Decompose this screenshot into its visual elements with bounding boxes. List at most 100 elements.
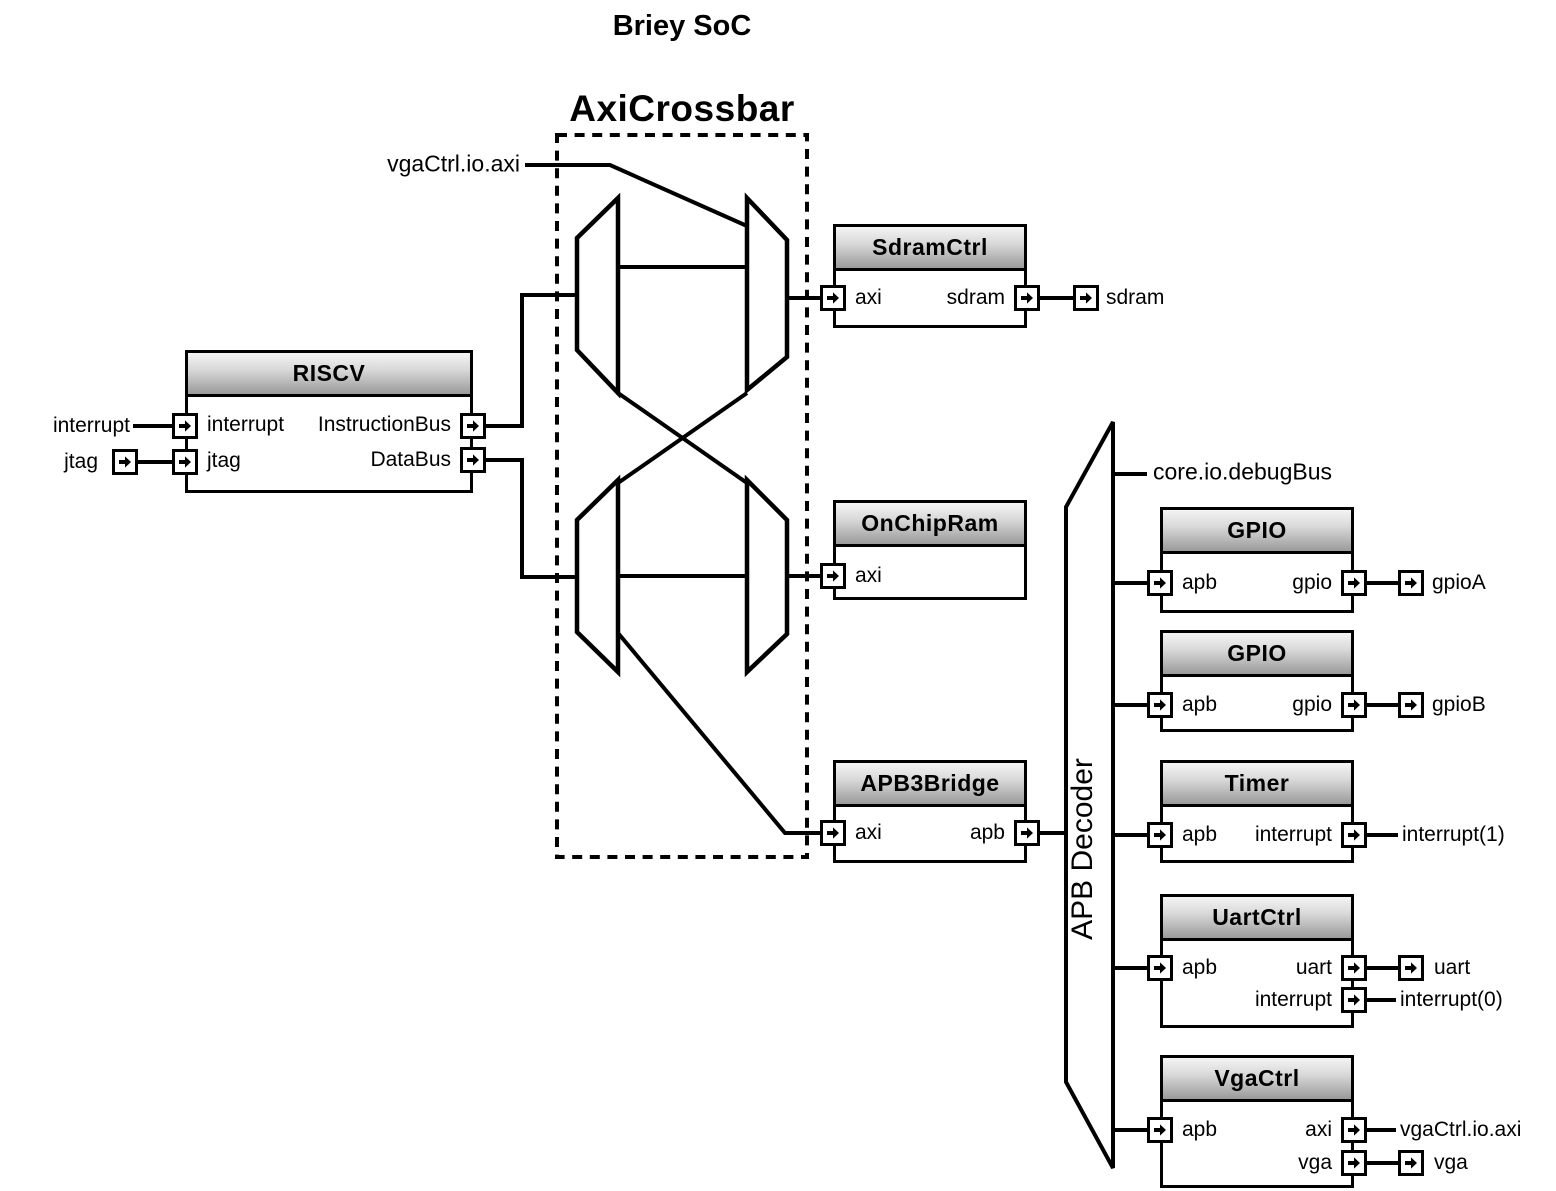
wire-xbar-cross-b [616, 391, 749, 485]
sdramctrl-port-sdram-label: sdram [946, 286, 1005, 309]
jtag-external-port [112, 449, 138, 475]
port-arrow-icon [1348, 699, 1360, 711]
block-uartctrl-header: UartCtrl [1163, 897, 1351, 941]
label-gpiob-out: gpioB [1432, 693, 1486, 716]
block-riscv-header: RISCV [188, 353, 470, 397]
mux-bottom-left [574, 474, 621, 678]
port-arrow-icon [1348, 994, 1360, 1006]
block-apb3bridge-header: APB3Bridge [836, 763, 1024, 807]
uartctrl-uart-port [1341, 955, 1367, 981]
block-vgactrl-header: VgaCtrl [1163, 1058, 1351, 1102]
port-arrow-icon [827, 292, 839, 304]
label-vga-axi-out: vgaCtrl.io.axi [1400, 1118, 1522, 1141]
uartctrl-port-interrupt-label: interrupt [1254, 988, 1332, 1011]
gpio2-apb-port [1147, 692, 1173, 718]
block-onchipram: OnChipRam axi [833, 500, 1027, 600]
onchipram-port-axi-label: axi [855, 564, 882, 587]
riscv-databus-port [460, 447, 486, 473]
sdramctrl-axi-port [820, 285, 846, 311]
port-arrow-icon [1348, 577, 1360, 589]
vgactrl-apb-port [1147, 1117, 1173, 1143]
label-vga-axi-feedback: vgaCtrl.io.axi [387, 150, 520, 177]
riscv-interrupt-port [172, 413, 198, 439]
block-gpio2-title: GPIO [1227, 640, 1287, 666]
timer-port-apb-label: apb [1182, 823, 1218, 846]
port-arrow-icon [179, 456, 191, 468]
vgactrl-axi-port [1341, 1117, 1367, 1143]
mux-top-right [744, 192, 790, 395]
gpioa-external-port [1398, 570, 1424, 596]
label-jtag-in: jtag [64, 450, 98, 473]
label-interrupt-in: interrupt [52, 414, 130, 437]
port-arrow-icon [1021, 292, 1033, 304]
port-arrow-icon [1154, 962, 1166, 974]
vgactrl-port-apb-label: apb [1182, 1118, 1218, 1141]
port-arrow-icon [1405, 577, 1417, 589]
port-arrow-icon [1154, 829, 1166, 841]
gpio2-port-apb-label: apb [1182, 693, 1218, 716]
port-arrow-icon [1405, 962, 1417, 974]
port-arrow-icon [1021, 827, 1033, 839]
onchipram-axi-port [820, 563, 846, 589]
sdramctrl-port-axi-label: axi [855, 286, 882, 309]
block-uartctrl: UartCtrl apb uart interrupt [1160, 894, 1354, 1028]
block-sdramctrl-title: SdramCtrl [872, 234, 988, 260]
vgactrl-port-vga-label: vga [1298, 1151, 1332, 1174]
block-vgactrl: VgaCtrl apb axi vga [1160, 1055, 1354, 1188]
block-onchipram-header: OnChipRam [836, 503, 1024, 547]
block-gpio2: GPIO apb gpio [1160, 630, 1354, 732]
port-arrow-icon [1348, 1124, 1360, 1136]
mux-bottom-right [744, 474, 790, 678]
vgactrl-port-axi-label: axi [1305, 1118, 1332, 1141]
block-timer-header: Timer [1163, 763, 1351, 807]
block-gpio1: GPIO apb gpio [1160, 507, 1354, 613]
timer-port-interrupt-label: interrupt [1254, 823, 1332, 846]
port-arrow-icon [1405, 699, 1417, 711]
block-vgactrl-title: VgaCtrl [1214, 1065, 1300, 1091]
vga-external-port [1398, 1150, 1424, 1176]
crossbar-title: AxiCrossbar [569, 88, 795, 129]
apb3bridge-port-axi-label: axi [855, 821, 882, 844]
uartctrl-interrupt-port [1341, 987, 1367, 1013]
block-gpio1-header: GPIO [1163, 510, 1351, 554]
mux-top-left [574, 192, 621, 399]
port-arrow-icon [827, 570, 839, 582]
port-arrow-icon [1348, 829, 1360, 841]
vgactrl-vga-port [1341, 1150, 1367, 1176]
gpio1-apb-port [1147, 570, 1173, 596]
diagram-title: Briey SoC [612, 10, 752, 42]
apb-decoder-label: APB Decoder [1066, 758, 1099, 940]
port-arrow-icon [467, 420, 479, 432]
block-gpio1-title: GPIO [1227, 517, 1287, 543]
apb3bridge-axi-port [820, 820, 846, 846]
label-interrupt1-out: interrupt(1) [1402, 823, 1505, 846]
block-sdramctrl: SdramCtrl axi sdram [833, 224, 1027, 328]
label-sdram-out: sdram [1106, 286, 1165, 309]
port-arrow-icon [827, 827, 839, 839]
block-timer: Timer apb interrupt [1160, 760, 1354, 863]
block-riscv: RISCV interrupt jtag InstructionBus Data… [185, 350, 473, 493]
port-arrow-icon [467, 454, 479, 466]
gpio1-port-gpio-label: gpio [1292, 571, 1332, 594]
gpio2-port-gpio-label: gpio [1292, 693, 1332, 716]
port-arrow-icon [179, 420, 191, 432]
block-onchipram-title: OnChipRam [861, 510, 999, 536]
label-gpioa-out: gpioA [1432, 571, 1486, 594]
block-sdramctrl-header: SdramCtrl [836, 227, 1024, 271]
apb-decoder-shape [1064, 421, 1115, 1169]
wire-to-apb3bridge [616, 631, 820, 835]
label-debug-bus: core.io.debugBus [1153, 458, 1333, 485]
label-vga-out: vga [1434, 1151, 1468, 1174]
port-arrow-icon [1348, 962, 1360, 974]
block-uartctrl-title: UartCtrl [1212, 904, 1302, 930]
port-arrow-icon [1154, 699, 1166, 711]
gpio2-gpio-port [1341, 692, 1367, 718]
riscv-instructionbus-port [460, 413, 486, 439]
gpiob-external-port [1398, 692, 1424, 718]
apb3bridge-port-apb-label: apb [969, 821, 1005, 844]
block-apb3bridge-title: APB3Bridge [860, 770, 1000, 796]
sdram-external-port [1073, 285, 1099, 311]
riscv-port-jtag-label: jtag [207, 449, 241, 472]
riscv-jtag-port [172, 449, 198, 475]
